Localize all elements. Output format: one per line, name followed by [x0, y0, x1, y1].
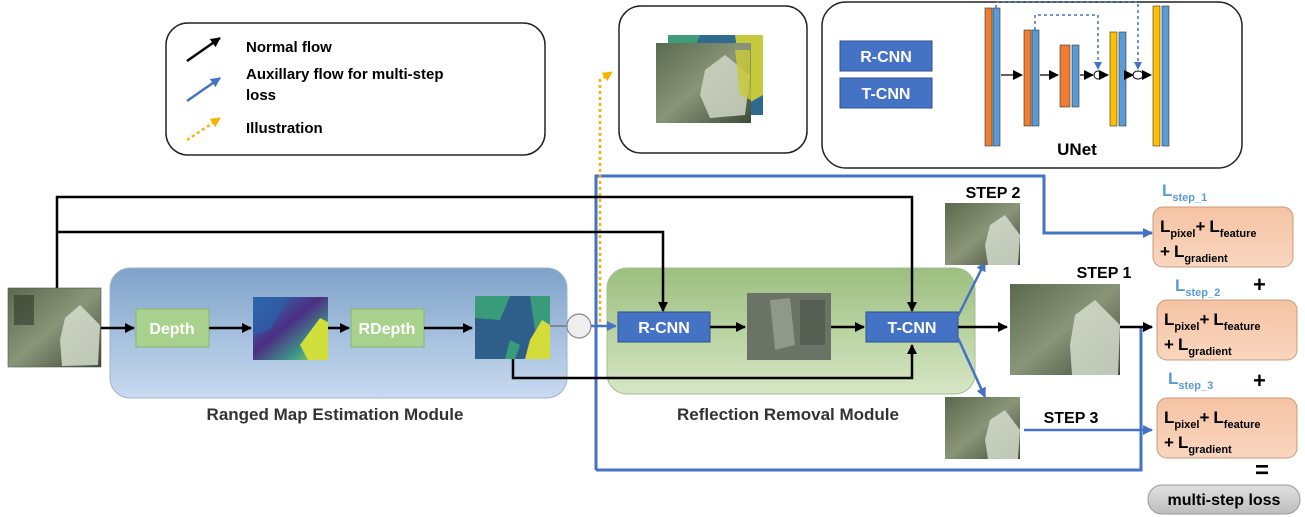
step3-output-image — [945, 397, 1020, 459]
unet-concat-node-1 — [1093, 70, 1103, 80]
rdepth-to-tcnn-flow — [511, 344, 917, 380]
rdepth-block — [350, 308, 425, 348]
network-panel: R-CNN T-CNN UNet — [821, 1, 1243, 169]
legend-aux-label-line1: Auxillary flow for multi-step — [246, 66, 444, 83]
loss-step1-line2: +Lgradient — [1160, 242, 1228, 265]
loss-plus-2: + — [1253, 368, 1266, 393]
step2-output-image — [945, 203, 1020, 265]
rdepth-block-label: RDepth — [359, 321, 416, 338]
legend-normal-label: Normal flow — [246, 39, 332, 56]
multi-step-loss-label: multi-step loss — [1168, 492, 1281, 509]
legend-box — [165, 22, 546, 156]
step1-output-image — [1010, 284, 1120, 375]
input-to-tcnn-flow — [55, 195, 917, 312]
loss-step2-title: Lstep_2 — [1175, 276, 1220, 299]
network-rcnn-block — [839, 40, 933, 72]
rcnn-block-label: R-CNN — [638, 320, 690, 337]
tcnn-block — [865, 311, 959, 343]
tcnn-block-label: T-CNN — [888, 320, 937, 337]
aux-flow-bottom-loop — [596, 327, 1143, 472]
legend-aux-label-line2: loss — [246, 87, 276, 104]
flow-tcnn-to-step2 — [956, 261, 987, 317]
reflection-removal-module-label: Reflection Removal Module — [677, 405, 899, 424]
network-tcnn-block — [839, 77, 933, 109]
input-to-rcnn-flow — [57, 230, 668, 312]
loss-step3-box — [1156, 397, 1298, 459]
unet-concat-node-2 — [1132, 70, 1144, 80]
legend-illustration-arrow — [186, 116, 221, 142]
ranged-map-image — [475, 296, 550, 359]
loss-step1-title: Lstep_1 — [1162, 181, 1207, 204]
network-tcnn-label: T-CNN — [862, 86, 911, 103]
legend-illustration-label: Illustration — [246, 120, 323, 137]
legend-aux-arrow — [186, 76, 221, 103]
loss-equals: = — [1255, 457, 1269, 484]
loss-step3-line2: +Lgradient — [1164, 433, 1232, 456]
concat-node — [566, 313, 592, 339]
flow-tcnn-to-step3 — [956, 337, 987, 398]
reflection-layer-image — [747, 293, 831, 360]
loss-step3-line1: Lpixel+Lfeature — [1164, 408, 1260, 431]
multi-step-loss-box — [1147, 484, 1301, 515]
loss-step1-box — [1152, 206, 1294, 268]
legend: Normal flow Auxillary flow for multi-ste… — [165, 22, 546, 156]
loss-step2-box — [1156, 299, 1298, 361]
legend-normal-arrow — [186, 36, 221, 63]
network-rcnn-label: R-CNN — [860, 49, 912, 66]
unet-architecture — [984, 1, 1170, 147]
loss-step2-line2: +Lgradient — [1164, 335, 1232, 358]
illustration-arrow — [598, 70, 613, 322]
unet-skip-connection-outer — [995, 1, 1142, 70]
depth-map-image — [253, 297, 328, 360]
step1-label: STEP 1 — [1077, 265, 1132, 282]
loss-step2-line1: Lpixel+Lfeature — [1164, 310, 1260, 333]
step3-label: STEP 3 — [1044, 410, 1099, 427]
aux-flow-step2-loop — [594, 174, 1153, 470]
depth-block-label: Depth — [149, 321, 194, 338]
loss-plus-1: + — [1253, 272, 1266, 297]
loss-step3-title: Lstep_3 — [1168, 369, 1213, 392]
depth-block — [135, 308, 210, 348]
ranged-map-module-label: Ranged Map Estimation Module — [207, 405, 464, 424]
unet-label: UNet — [1057, 140, 1097, 159]
illustration-panel — [618, 5, 808, 154]
step2-label: STEP 2 — [966, 185, 1021, 202]
input-image — [7, 287, 102, 368]
ranged-map-module-bg — [109, 267, 568, 399]
unet-skip-connection-inner — [1034, 14, 1102, 70]
loss-step1-line1: Lpixel+Lfeature — [1160, 217, 1256, 240]
